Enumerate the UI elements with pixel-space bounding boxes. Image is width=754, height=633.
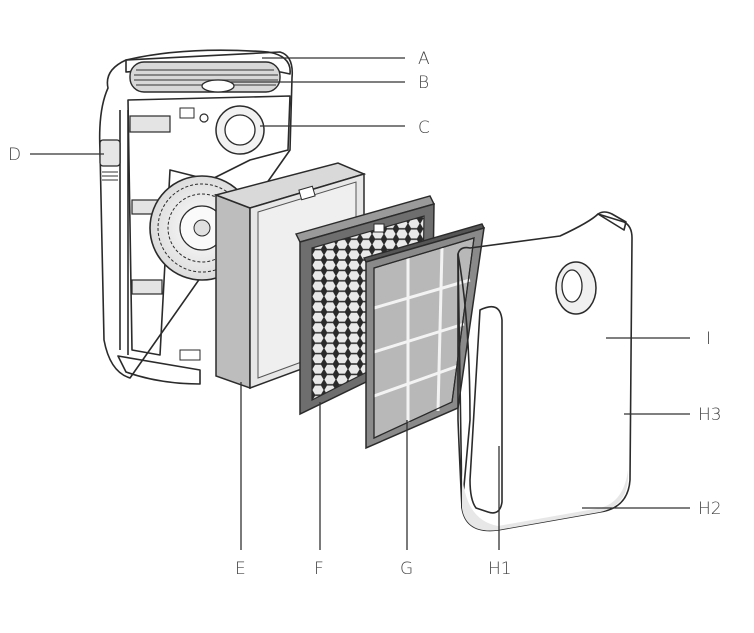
leader-lines [30,57,690,550]
callout-d: D [8,145,21,165]
callout-h2: H2 [698,499,722,519]
side-handle [99,139,121,181]
filter-g [362,223,486,450]
callout-b: B [418,73,429,93]
sensor-window [179,105,265,155]
callout-labels: A B C D E F G H1 I H3 H2 [8,49,722,579]
callout-e: E [235,559,246,579]
top-grille [129,61,281,93]
callout-c: C [418,118,430,138]
cover-sensor-hole [555,261,597,315]
callout-h1: H1 [488,559,512,579]
callout-a: A [418,49,430,69]
front-cover [457,211,633,532]
callout-i: I [706,329,711,349]
callout-h3: H3 [698,405,722,425]
callout-f: F [314,559,324,579]
callout-g: G [400,559,413,579]
